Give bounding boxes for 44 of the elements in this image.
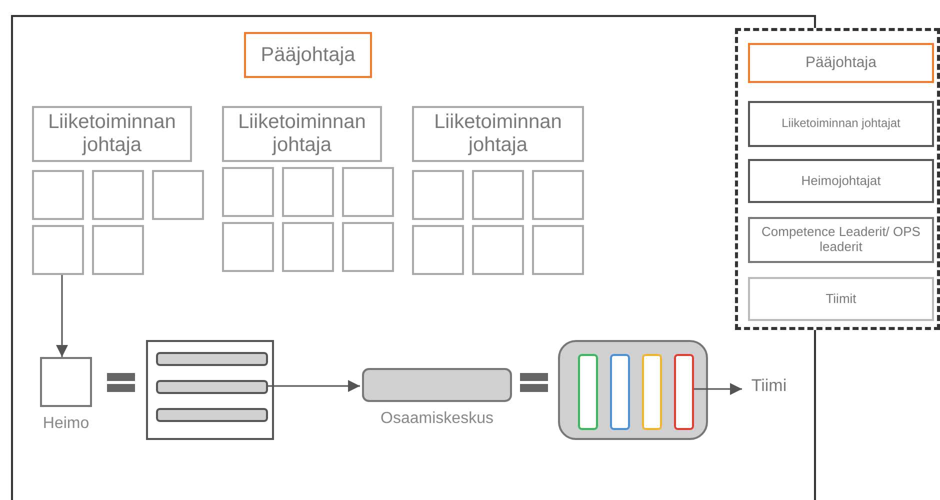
bar — [578, 354, 598, 430]
leader-box: Pääjohtaja — [244, 32, 372, 78]
bar — [642, 354, 662, 430]
bar — [362, 368, 512, 402]
key-box: Tiimit — [748, 277, 934, 321]
empty-box — [412, 225, 464, 275]
empty-box — [532, 170, 584, 220]
empty-box — [32, 225, 84, 275]
key-box: Liiketoiminnan johtajat — [748, 101, 934, 147]
empty-box — [412, 170, 464, 220]
bar — [156, 408, 268, 422]
empty-box — [92, 225, 144, 275]
empty-box — [282, 222, 334, 272]
empty-box — [472, 170, 524, 220]
key-box: Heimojohtajat — [748, 159, 934, 203]
empty-box — [472, 225, 524, 275]
empty-box — [342, 167, 394, 217]
arrow — [56, 275, 68, 357]
empty-box — [32, 170, 84, 220]
leader-box: Liiketoiminnan johtaja — [32, 106, 192, 162]
empty-box — [92, 170, 144, 220]
empty-box — [342, 222, 394, 272]
empty-box — [152, 170, 204, 220]
empty-box — [282, 167, 334, 217]
bar — [610, 354, 630, 430]
empty-box — [222, 167, 274, 217]
arrow — [694, 383, 742, 395]
bar — [156, 352, 268, 366]
bar — [674, 354, 694, 430]
empty-box — [532, 225, 584, 275]
dashed-panel — [735, 28, 940, 330]
leader-box: Liiketoiminnan johtaja — [222, 106, 382, 162]
rounded-panel — [558, 340, 708, 440]
panel — [146, 340, 274, 440]
node-caption: Heimo — [42, 415, 90, 433]
node-label: Tiimi — [744, 374, 794, 398]
key-box: Competence Leaderit/ OPS leaderit — [748, 217, 934, 263]
leader-box: Liiketoiminnan johtaja — [412, 106, 584, 162]
square — [40, 357, 92, 407]
arrow — [268, 380, 360, 392]
key-box: Pääjohtaja — [748, 43, 934, 83]
bar — [156, 380, 268, 394]
node-caption: Osaamiskeskus — [380, 410, 494, 428]
empty-box — [222, 222, 274, 272]
